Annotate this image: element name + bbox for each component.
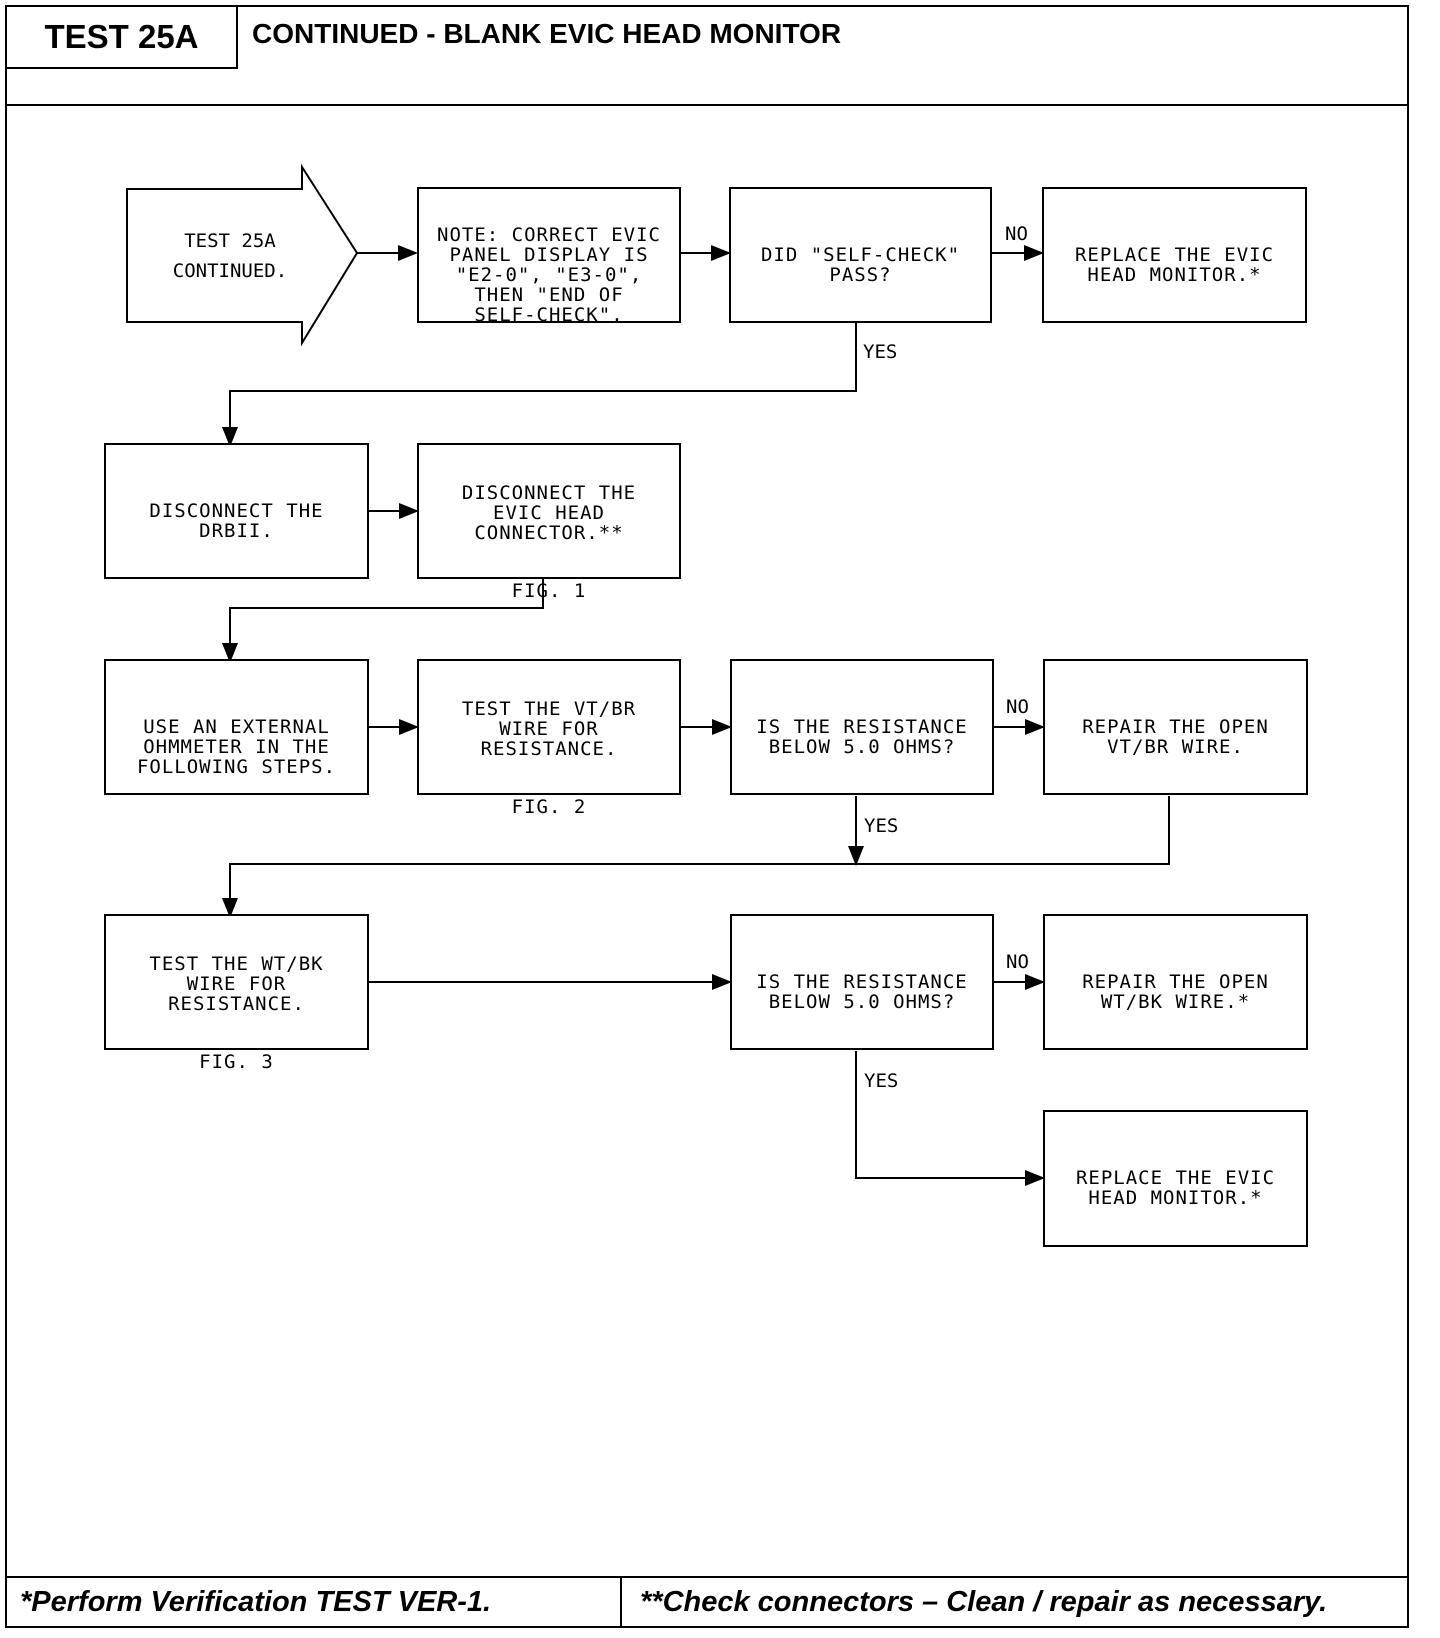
repair-wtbk-box: REPAIR THE OPEN WT/BK WIRE.*: [1043, 914, 1308, 1050]
fig-1-label: FIG. 1: [511, 580, 587, 602]
start-label: TEST 25A CONTINUED.: [172, 230, 288, 282]
use-ohmmeter-text: USE AN EXTERNAL OHMMETER IN THE FOLLOWIN…: [136, 716, 337, 778]
disconnect-drb-text: DISCONNECT THE DRBII.: [149, 500, 324, 542]
test-wtbk-box: TEST THE WT/BK WIRE FOR RESISTANCE. FIG.…: [104, 914, 369, 1072]
footer-divider: [5, 1576, 1409, 1578]
test-vtbr-text: TEST THE VT/BR WIRE FOR RESISTANCE.: [461, 698, 637, 760]
repair-wtbk-text: REPAIR THE OPEN WT/BK WIRE.*: [1082, 971, 1269, 1013]
repair-vtbr-box: REPAIR THE OPEN VT/BR WIRE.: [1043, 659, 1308, 795]
no-label-1: NO: [1005, 223, 1028, 245]
start-arrow-shape: [126, 163, 359, 347]
disconnect-evic-text: DISCONNECT THE EVIC HEAD CONNECTOR.**: [461, 482, 637, 544]
header-divider: [5, 104, 1409, 106]
resistance-question-2: IS THE RESISTANCE BELOW 5.0 OHMS?: [730, 914, 994, 1050]
yes-label-3: YES: [864, 1070, 899, 1092]
fig-2-label: FIG. 2: [511, 796, 587, 818]
page-frame: [5, 5, 1409, 1628]
disconnect-evic-box: DISCONNECT THE EVIC HEAD CONNECTOR.** FI…: [417, 443, 681, 601]
fig-3-label: FIG. 3: [199, 1051, 274, 1073]
no-label-2: NO: [1006, 696, 1029, 718]
test-number-box: TEST 25A: [5, 5, 238, 69]
self-check-question: DID "SELF-CHECK" PASS?: [729, 187, 992, 323]
replace-monitor-text-1: REPLACE THE EVIC HEAD MONITOR.*: [1074, 244, 1275, 286]
yes-label-2: YES: [864, 815, 899, 837]
footer-note-right: **Check connectors – Clean / repair as n…: [640, 1586, 1328, 1618]
note-text: NOTE: CORRECT EVIC PANEL DISPLAY IS "E2-…: [437, 224, 661, 326]
replace-monitor-box-1: REPLACE THE EVIC HEAD MONITOR.*: [1042, 187, 1307, 323]
yes-label-1: YES: [863, 341, 898, 363]
no-label-3: NO: [1006, 951, 1029, 973]
footer-note-left: *Perform Verification TEST VER-1.: [20, 1586, 492, 1618]
replace-monitor-box-2: REPLACE THE EVIC HEAD MONITOR.*: [1043, 1110, 1308, 1247]
resistance-question-1-text: IS THE RESISTANCE BELOW 5.0 OHMS?: [756, 716, 968, 758]
resistance-question-1: IS THE RESISTANCE BELOW 5.0 OHMS?: [730, 659, 994, 795]
disconnect-drb-box: DISCONNECT THE DRBII.: [104, 443, 369, 579]
note-box: NOTE: CORRECT EVIC PANEL DISPLAY IS "E2-…: [417, 187, 681, 326]
footer-separator: [620, 1576, 622, 1628]
resistance-question-2-text: IS THE RESISTANCE BELOW 5.0 OHMS?: [756, 971, 968, 1013]
page-title: CONTINUED - BLANK EVIC HEAD MONITOR: [252, 18, 842, 49]
self-check-question-text: DID "SELF-CHECK" PASS?: [760, 244, 961, 286]
replace-monitor-text-2: REPLACE THE EVIC HEAD MONITOR.*: [1075, 1167, 1276, 1209]
test-wtbk-text: TEST THE WT/BK WIRE FOR RESISTANCE.: [149, 953, 324, 1015]
test-vtbr-box: TEST THE VT/BR WIRE FOR RESISTANCE. FIG.…: [417, 659, 681, 817]
use-ohmmeter-box: USE AN EXTERNAL OHMMETER IN THE FOLLOWIN…: [104, 659, 369, 795]
repair-vtbr-text: REPAIR THE OPEN VT/BR WIRE.: [1082, 716, 1269, 758]
